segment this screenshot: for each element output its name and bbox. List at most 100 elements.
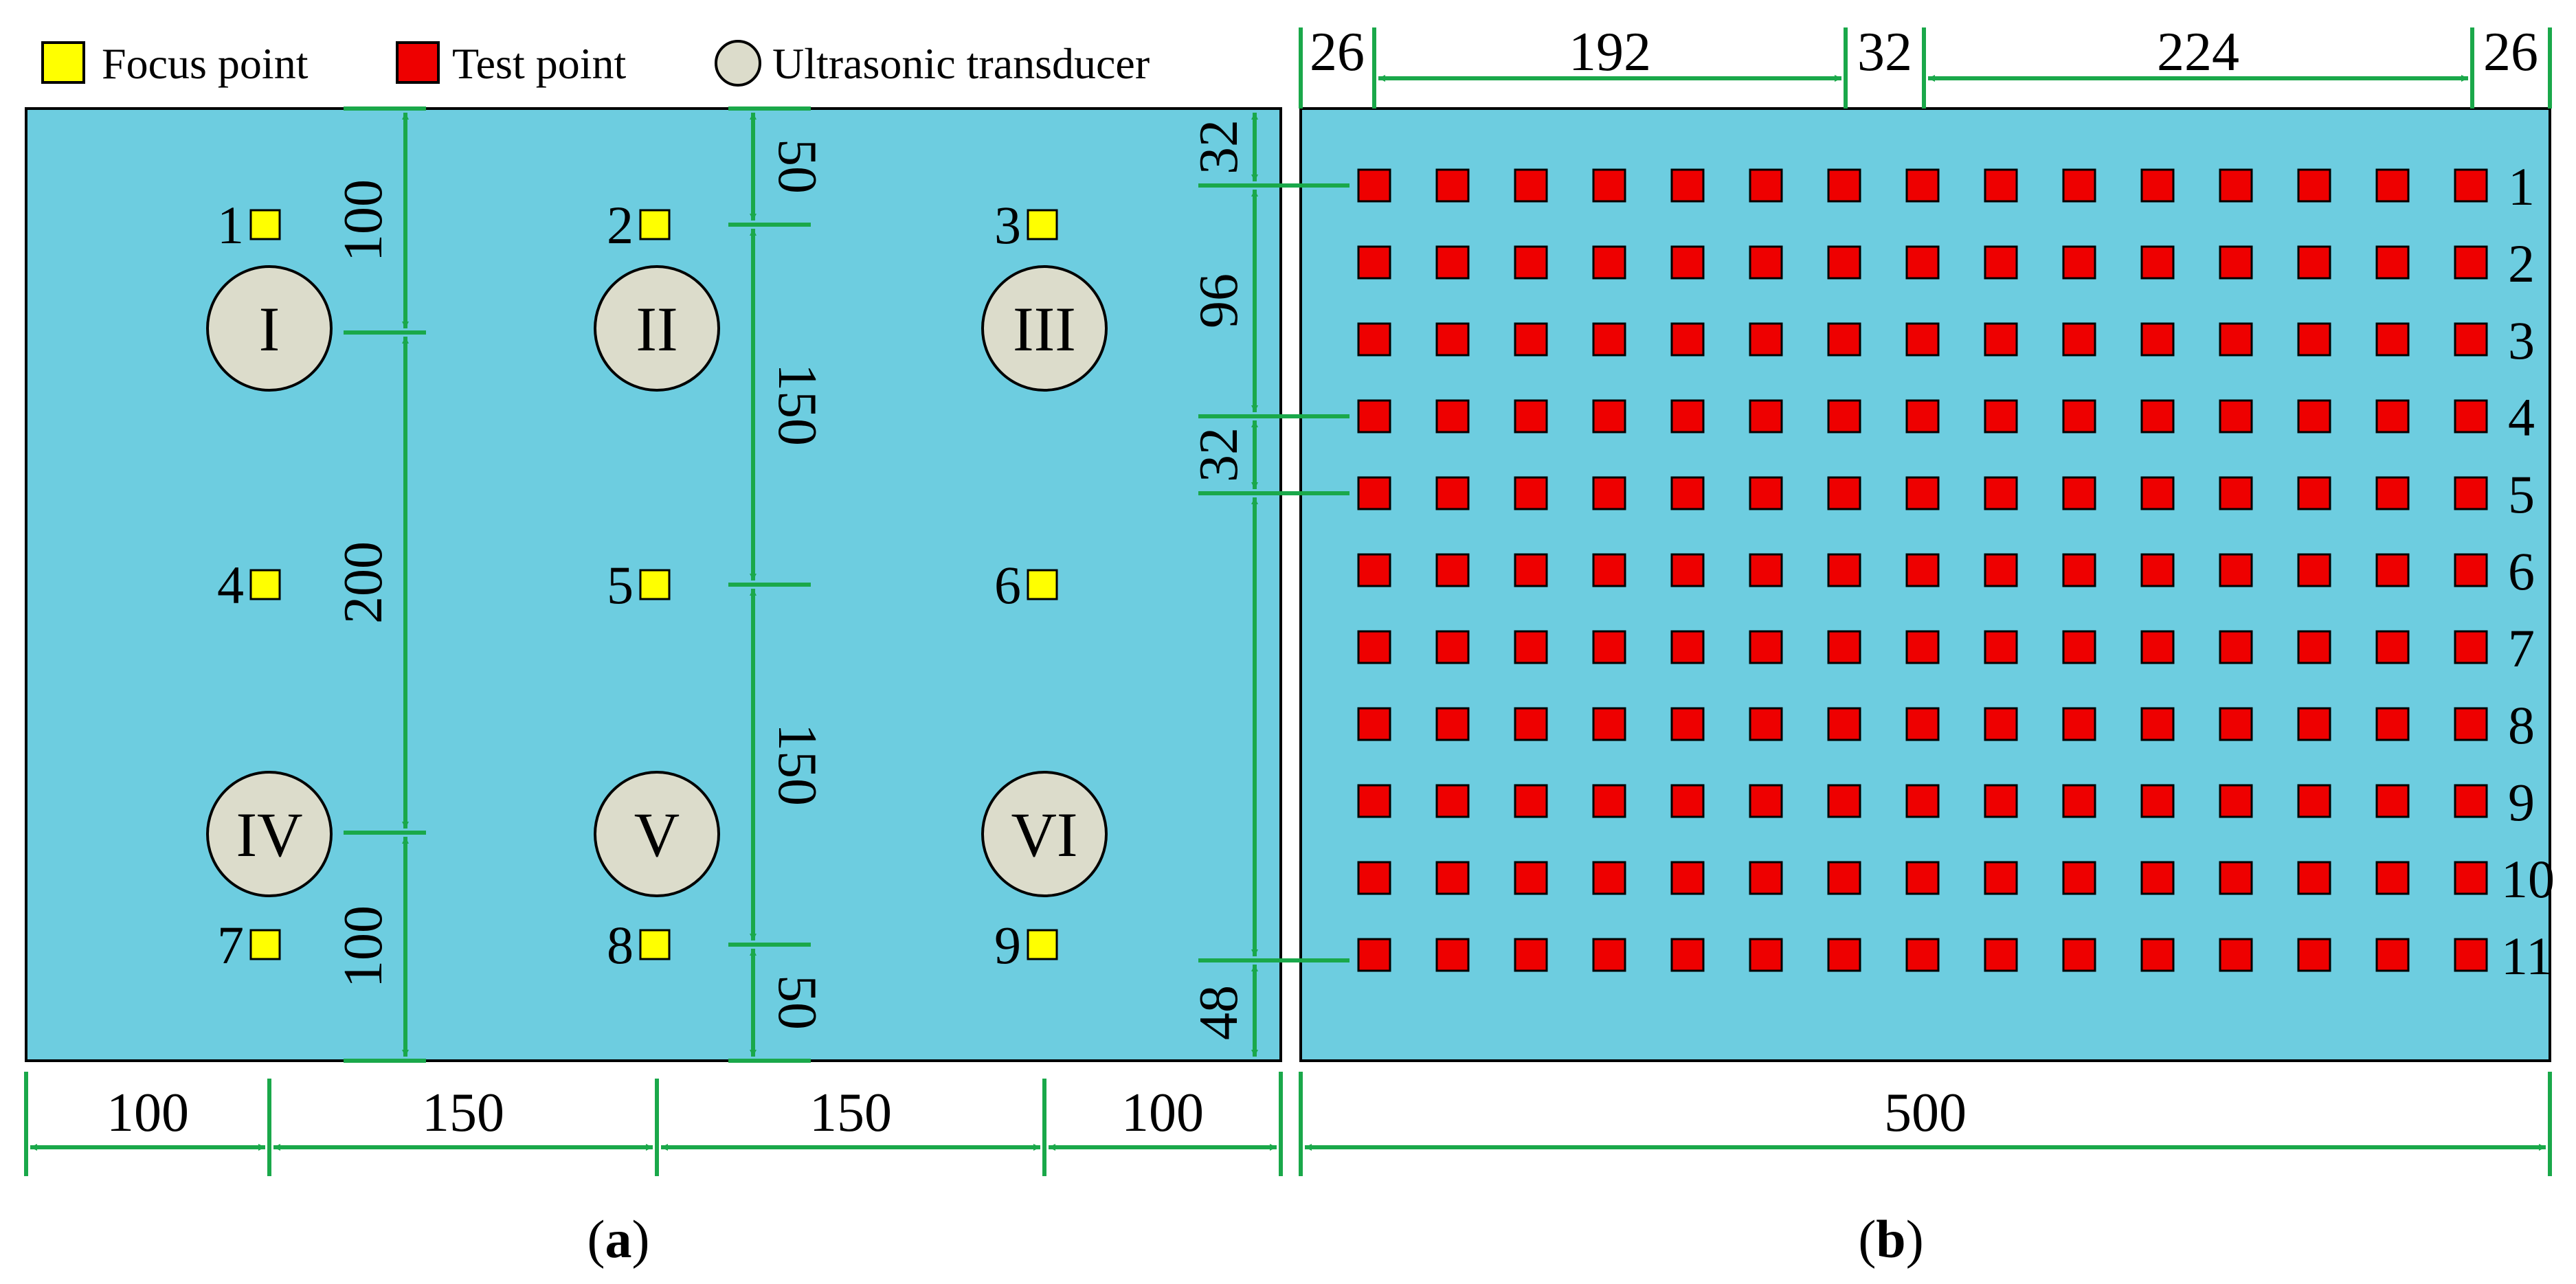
test-point <box>1357 630 1391 664</box>
test-point <box>1435 938 1470 972</box>
test-point <box>1514 861 1548 895</box>
focus-point-4: 4 <box>217 555 281 615</box>
test-point <box>1435 322 1470 357</box>
row-label-6: 6 <box>2508 541 2535 601</box>
test-point <box>2140 245 2175 280</box>
dim-label-left-1: 32 <box>1189 120 1249 174</box>
row-label-3: 3 <box>2508 311 2535 370</box>
test-point <box>1357 399 1391 433</box>
test-point <box>2140 322 2175 357</box>
test-point <box>1670 322 1705 357</box>
row-label-4: 4 <box>2508 387 2535 447</box>
test-point <box>1984 168 2018 203</box>
test-point <box>1592 322 1626 357</box>
test-point <box>2375 938 2410 972</box>
test-point <box>2297 938 2331 972</box>
test-point <box>1984 784 2018 818</box>
dim-label-bottom-1: 100 <box>107 1083 189 1143</box>
test-point <box>2375 553 2410 587</box>
test-point <box>2219 630 2253 664</box>
legend-test-label: Test point <box>452 39 627 88</box>
test-point <box>2454 553 2488 587</box>
test-point <box>2375 861 2410 895</box>
test-point <box>2140 938 2175 972</box>
test-point <box>2375 784 2410 818</box>
test-point <box>1357 476 1391 510</box>
test-point <box>2062 476 2096 510</box>
transducer-label: I <box>259 294 280 364</box>
test-point <box>2140 476 2175 510</box>
caption-b: (b) <box>1858 1209 1923 1269</box>
test-point <box>1905 784 1940 818</box>
test-point <box>1905 322 1940 357</box>
test-point <box>1827 784 1861 818</box>
test-point <box>1357 245 1391 280</box>
test-point <box>2297 553 2331 587</box>
dim-label-left-4: 48 <box>1189 985 1249 1040</box>
test-point <box>1670 861 1705 895</box>
test-point <box>1435 399 1470 433</box>
panel-b-left-dimensions <box>1198 113 1349 1057</box>
test-point <box>1905 630 1940 664</box>
test-point-grid <box>1357 168 2488 972</box>
focus-point-label: 8 <box>607 915 634 975</box>
test-point <box>1749 476 1783 510</box>
legend-transducer-label: Ultrasonic transducer <box>772 39 1150 88</box>
test-point <box>1749 707 1783 741</box>
dim-label-top-1: 26 <box>1310 22 1365 82</box>
focus-point-label: 7 <box>217 915 244 975</box>
test-point <box>2454 784 2488 818</box>
transducer-label: IV <box>236 800 302 870</box>
dim-label-bottom-4: 100 <box>1121 1083 1204 1143</box>
focus-point-label: 6 <box>994 555 1021 615</box>
test-point <box>1905 399 1940 433</box>
test-point <box>2454 476 2488 510</box>
dim-label-b-2: 150 <box>767 363 827 446</box>
test-point <box>1670 399 1705 433</box>
focus-point-7: 7 <box>217 915 281 975</box>
test-point <box>1514 399 1548 433</box>
focus-point-5: 5 <box>607 555 671 615</box>
test-point <box>1357 168 1391 203</box>
test-point <box>2062 784 2096 818</box>
panel-a-dimensions-col-b <box>728 106 811 1063</box>
test-point <box>2062 245 2096 280</box>
test-point <box>1357 861 1391 895</box>
test-point <box>2375 630 2410 664</box>
test-point <box>2297 861 2331 895</box>
test-point <box>1984 399 2018 433</box>
dim-label-top-4: 224 <box>2157 22 2239 82</box>
focus-point-label: 4 <box>217 555 244 615</box>
dim-label-a-1: 100 <box>333 179 394 262</box>
test-point <box>1749 168 1783 203</box>
test-point <box>1905 861 1940 895</box>
test-point <box>1514 938 1548 972</box>
focus-point-9: 9 <box>994 915 1058 975</box>
test-point <box>1905 245 1940 280</box>
test-point <box>1592 630 1626 664</box>
test-point <box>1827 322 1861 357</box>
test-point <box>2062 168 2096 203</box>
test-point <box>2297 245 2331 280</box>
row-label-9: 9 <box>2508 772 2535 832</box>
test-point <box>2219 938 2253 972</box>
test-point <box>1592 861 1626 895</box>
test-point <box>2062 399 2096 433</box>
test-point <box>1749 861 1783 895</box>
legend-transducer-swatch <box>715 40 761 87</box>
dim-label-top-2: 192 <box>1569 22 1651 82</box>
test-point <box>1905 938 1940 972</box>
test-point <box>1827 476 1861 510</box>
test-point <box>1749 245 1783 280</box>
test-point <box>1592 245 1626 280</box>
test-point <box>1592 938 1626 972</box>
test-point <box>2454 399 2488 433</box>
test-point <box>2375 399 2410 433</box>
test-point <box>2140 399 2175 433</box>
dim-label-bottom-2: 150 <box>422 1083 504 1143</box>
test-point <box>2062 938 2096 972</box>
test-point <box>1357 707 1391 741</box>
test-point <box>1670 630 1705 664</box>
test-point <box>2297 168 2331 203</box>
test-point <box>1435 784 1470 818</box>
